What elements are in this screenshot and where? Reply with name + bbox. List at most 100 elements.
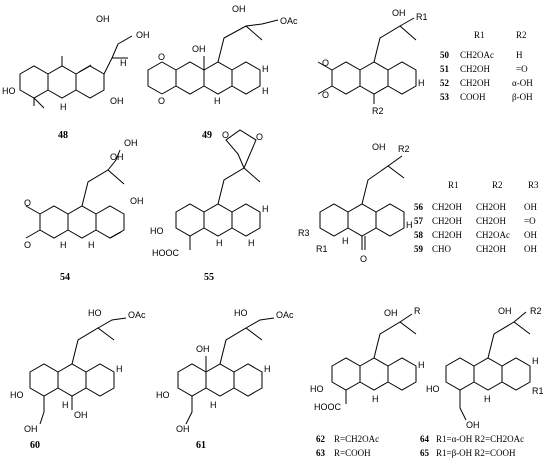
table-row-num: 57: [414, 216, 424, 226]
compound-56-59: OH R2 H R3 R1 H O: [298, 142, 413, 264]
label-o-2: O: [158, 96, 165, 106]
label-ho: HO: [426, 384, 440, 394]
compound-number-55: 55: [204, 272, 214, 283]
label-r2: R2: [398, 144, 410, 154]
table-cell-r1: COOH: [460, 92, 486, 102]
compound-number-60: 60: [30, 440, 40, 451]
label-oh-1: OH: [96, 14, 110, 24]
label-oh-3: OH: [110, 96, 124, 106]
table-cell-r1: CH2OH: [432, 202, 463, 212]
table-cell-r2: =O: [516, 64, 528, 74]
table-cell-r2: CH2OH: [476, 202, 507, 212]
compound-62-63: OH R H HO HOOC H: [310, 306, 425, 412]
compound-60: HO OAc H HO OH OH H 60: [10, 308, 146, 451]
legend-64-65: 64 R1=α-OH R2=CH2OAc 65 R1=β-OH R2=COOH: [420, 434, 524, 458]
table-header-r2: R2: [516, 30, 527, 40]
compound-number-48: 48: [58, 130, 68, 141]
label-hooc: HOOC: [314, 402, 342, 412]
label-h-3: H: [248, 238, 255, 248]
label-oh-2: OH: [176, 424, 190, 434]
label-oh: OH: [196, 344, 210, 354]
label-oh: OH: [74, 410, 88, 420]
label-oh: OH: [372, 142, 386, 152]
table-cell-r1: CH2OH: [432, 216, 463, 226]
table-row-num: 58: [414, 230, 424, 240]
label-oh-2: OH: [124, 138, 138, 148]
label-oh-2: OH: [24, 424, 38, 434]
label-o-2: O: [322, 90, 329, 100]
legend-num: 65: [420, 448, 430, 458]
label-oac: OAc: [128, 310, 146, 320]
label-oh-2: OH: [136, 30, 150, 40]
label-h-2: H: [216, 238, 223, 248]
table-row-num: 50: [440, 50, 450, 60]
label-h-2: H: [60, 102, 67, 112]
label-o: O: [360, 254, 367, 264]
compound-number-49: 49: [202, 130, 212, 141]
label-o: O: [158, 52, 165, 62]
table-cell-r1: CH2OH: [460, 78, 491, 88]
legend-text: R1=β-OH R2=COOH: [436, 448, 516, 458]
label-r1: R1: [416, 12, 428, 22]
label-h: H: [60, 240, 67, 250]
label-oac: OAc: [280, 16, 298, 26]
table-50-53: R1 R2 50 CH2OAc H 51 CH2OH =O 52 CH2OH α…: [440, 30, 533, 102]
label-o-2: O: [256, 132, 263, 142]
table-56-59: R1 R2 R3 56 CH2OH CH2OH OH 57 CH2OH CH2O…: [414, 180, 539, 254]
label-oh: OH: [110, 152, 124, 162]
table-cell-r1: CHO: [432, 244, 452, 254]
table-cell-r3: =O: [524, 216, 536, 226]
label-h: H: [264, 364, 271, 374]
label-ho: HO: [2, 86, 16, 96]
label-oh: OH: [392, 8, 406, 18]
label-h-2: H: [484, 394, 491, 404]
label-r: R: [414, 306, 421, 316]
compound-54: OH OH OH O O H H 54: [24, 138, 144, 283]
table-row-num: 59: [414, 244, 424, 254]
label-ho: HO: [234, 308, 248, 318]
label-h: H: [262, 204, 269, 214]
label-h-2: H: [62, 400, 69, 410]
table-cell-r2: CH2OH: [476, 244, 507, 254]
label-oh-2: OH: [192, 44, 206, 54]
table-cell-r1: CH2OH: [460, 64, 491, 74]
table-cell-r1: CH2OH: [432, 230, 463, 240]
table-row-num: 52: [440, 78, 450, 88]
label-oh-2: OH: [466, 420, 480, 430]
table-header-r3: R3: [528, 180, 539, 190]
label-h-3: H: [214, 96, 221, 106]
table-cell-r3: OH: [524, 202, 537, 212]
label-r1: R1: [316, 244, 328, 254]
label-r2: R2: [530, 306, 542, 316]
legend-num: 62: [316, 434, 326, 444]
legend-62-63: 62 R=CH2OAc 63 R=COOH: [316, 434, 379, 458]
label-oh: OH: [498, 306, 512, 316]
label-h: H: [120, 58, 127, 68]
label-h-2: H: [262, 86, 269, 96]
label-r3: R3: [298, 228, 310, 238]
label-h: H: [418, 78, 425, 88]
label-oh-3: OH: [130, 196, 144, 206]
label-ho: HO: [310, 384, 324, 394]
table-header-r2: R2: [492, 180, 503, 190]
label-oh: OH: [384, 308, 398, 318]
table-row-num: 56: [414, 202, 424, 212]
table-cell-r3: OH: [524, 244, 537, 254]
compound-48: OH OH HO H OH H 48: [2, 14, 150, 141]
label-oh: OH: [232, 4, 246, 14]
table-cell-r2: α-OH: [512, 78, 533, 88]
table-row-num: 53: [440, 92, 450, 102]
compound-50-53: OH R1 O O H R2: [317, 8, 428, 116]
label-ho-2: HO: [156, 390, 170, 400]
table-cell-r2: CH2OAc: [476, 230, 510, 240]
label-h-2: H: [342, 236, 349, 246]
legend-text: R=COOH: [334, 448, 371, 458]
label-h: H: [116, 364, 123, 374]
table-cell-r2: H: [516, 50, 523, 60]
label-h: H: [532, 356, 539, 366]
label-o: O: [322, 58, 329, 68]
legend-text: R1=α-OH R2=CH2OAc: [436, 434, 524, 444]
compound-number-61: 61: [196, 440, 206, 451]
compound-55: O O H HO HOOC H H 55: [150, 129, 269, 283]
